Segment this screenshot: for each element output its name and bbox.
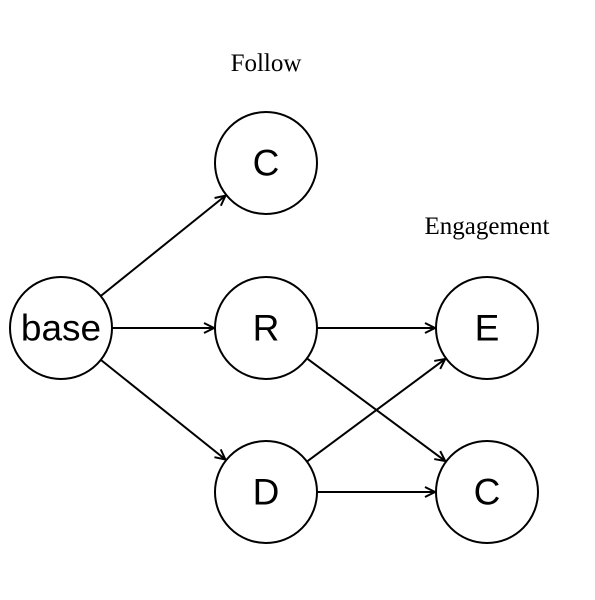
node-engage-c-label: C: [474, 472, 501, 513]
node-engage-c: C: [435, 440, 539, 544]
edge-follow-d-to-engage-e: [306, 359, 445, 463]
follow-group-label: Follow: [231, 50, 302, 77]
node-follow-d-label: D: [253, 472, 280, 513]
edges: [100, 196, 446, 492]
node-engage-e-label: E: [475, 308, 500, 349]
node-base: base: [9, 276, 113, 380]
node-follow-r-label: R: [253, 308, 280, 349]
node-follow-d: D: [214, 440, 318, 544]
edge-base-to-follow-c: [100, 196, 226, 297]
node-follow-r: R: [214, 276, 318, 380]
node-follow-c-label: C: [253, 143, 280, 184]
engagement-group-label: Engagement: [425, 213, 550, 240]
node-engage-e: E: [435, 276, 539, 380]
node-follow-c: C: [214, 111, 318, 215]
edge-base-to-follow-d: [100, 359, 226, 460]
node-base-label: base: [21, 308, 101, 349]
